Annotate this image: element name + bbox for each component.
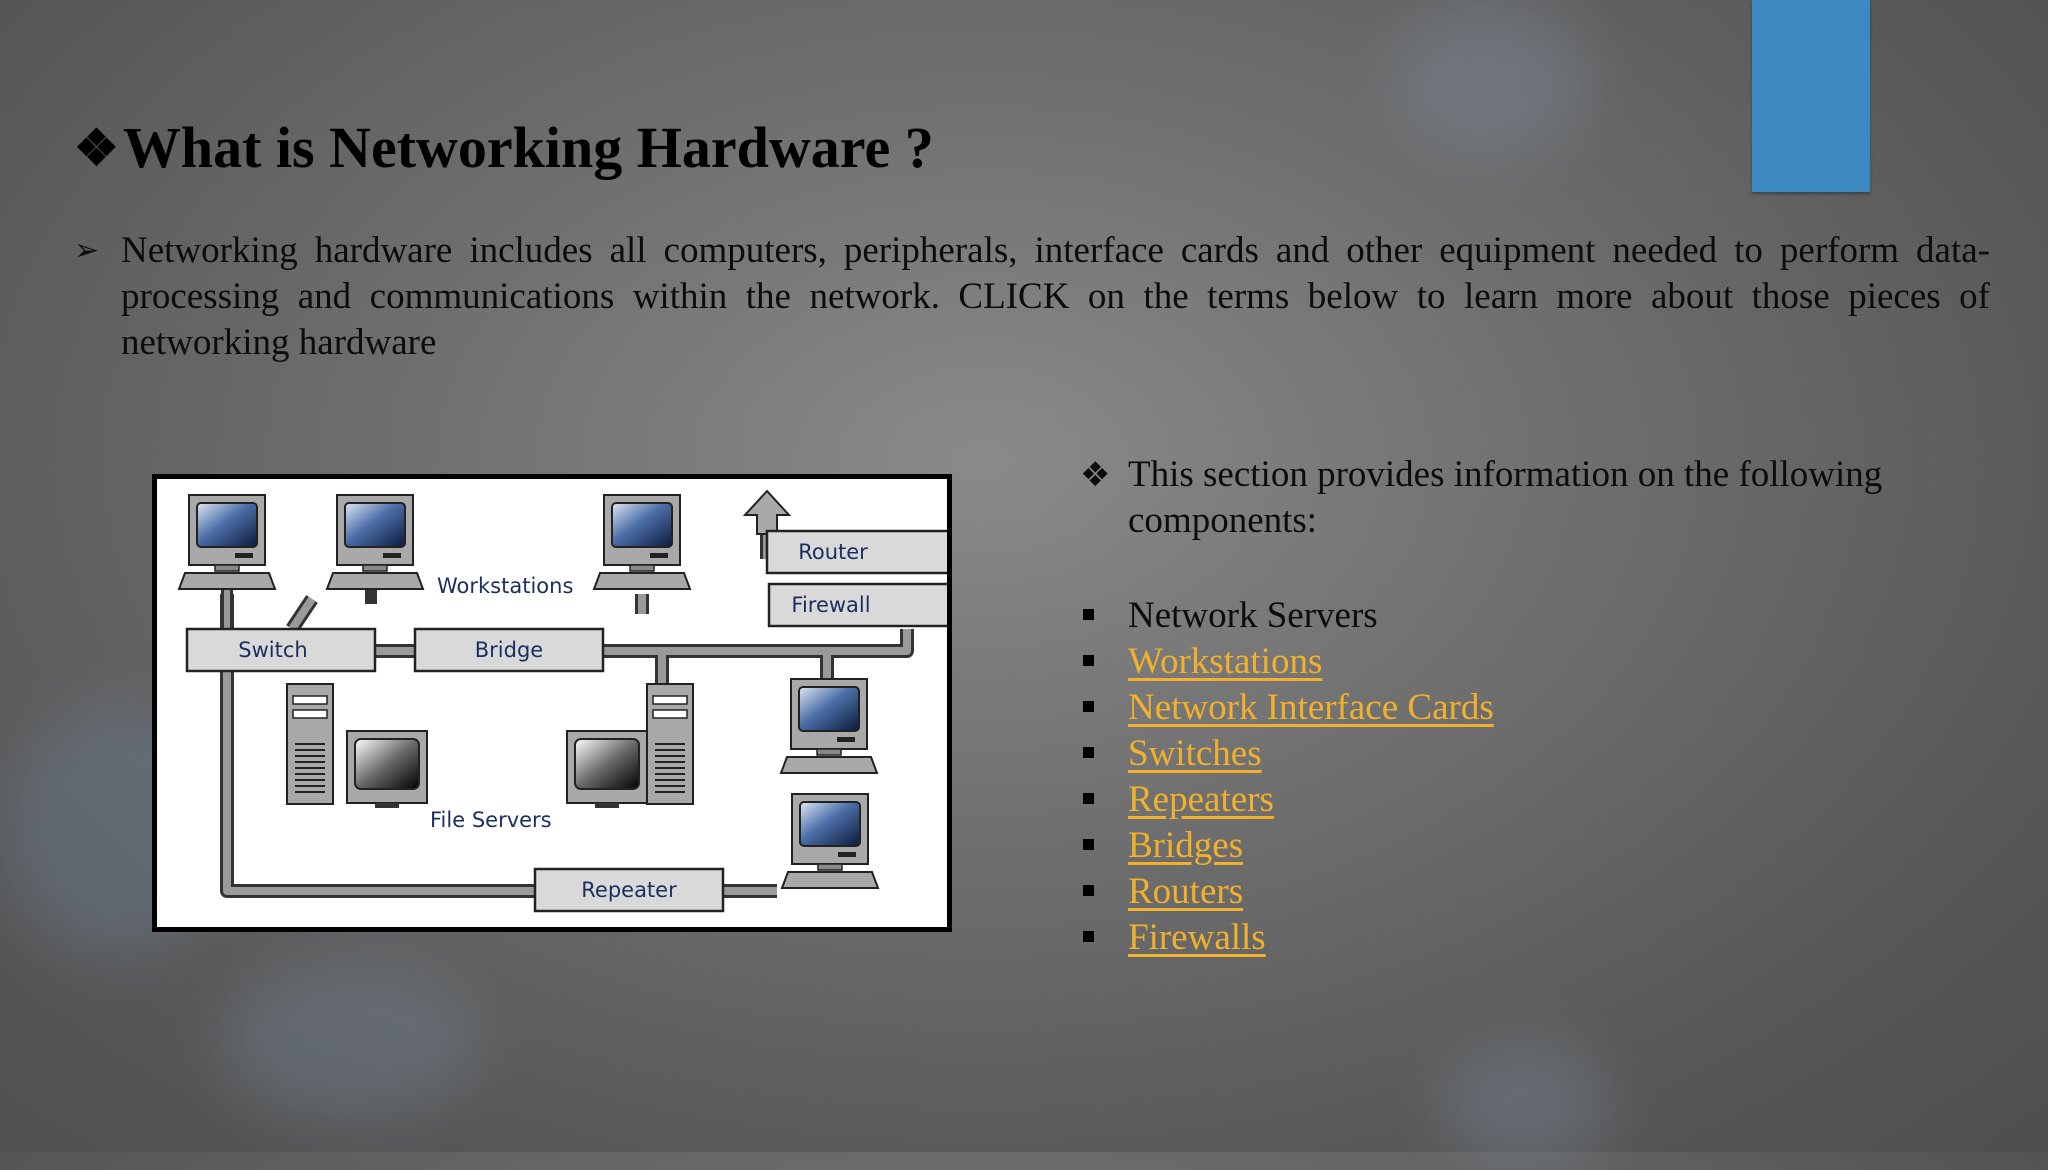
list-item: Network Servers [1080,593,1494,639]
intro-paragraph: ➢ Networking hardware includes all compu… [74,228,1990,366]
square-bullet-icon [1083,701,1094,712]
component-network-servers: Network Servers [1128,595,1378,636]
background-glow [1390,0,1590,160]
square-bullet-icon [1083,747,1094,758]
diagram-label-router: Router [798,540,868,564]
arrow-bullet-icon: ➢ [74,233,100,268]
background-glow [220,960,480,1120]
square-bullet-icon [1083,885,1094,896]
monitor-icon [566,730,648,809]
diagram-label-bridge: Bridge [475,638,543,662]
file-server-icon [646,683,694,805]
list-item: Firewalls [1080,915,1494,961]
square-bullet-icon [1083,839,1094,850]
link-bridges[interactable]: Bridges [1128,825,1244,866]
workstation-icon [781,793,879,889]
file-server-icon [286,683,334,805]
section-intro-text: This section provides information on the… [1128,454,1883,541]
diagram-label-switch: Switch [238,638,307,662]
slide-title: ❖ What is Networking Hardware ? [74,108,934,188]
square-bullet-icon [1083,793,1094,804]
diamond-bullet-icon: ❖ [74,120,119,176]
background-glow [1440,1040,1610,1170]
workstation-icon [178,494,276,590]
workstation-icon [593,494,691,590]
list-item: Workstations [1080,639,1494,685]
link-repeaters[interactable]: Repeaters [1128,779,1274,820]
intro-text: Networking hardware includes all compute… [121,230,1990,363]
diagram-label-file-servers: File Servers [430,808,552,832]
list-item: Routers [1080,869,1494,915]
square-bullet-icon [1083,931,1094,942]
list-item: Switches [1080,731,1494,777]
section-intro: ❖ This section provides information on t… [1080,452,1980,544]
network-diagram: Workstations Router Firewall Switch Brid… [152,474,952,932]
link-firewalls[interactable]: Firewalls [1128,917,1266,958]
link-workstations[interactable]: Workstations [1128,641,1323,682]
diagram-label-firewall: Firewall [791,593,870,617]
link-network-interface-cards[interactable]: Network Interface Cards [1128,687,1494,728]
components-list: Network Servers Workstations Network Int… [1080,593,1494,961]
accent-bar [1752,0,1870,192]
list-item: Network Interface Cards [1080,685,1494,731]
monitor-icon [346,730,428,809]
diamond-bullet-icon: ❖ [1080,455,1111,495]
router-uplink-arrow [742,489,792,535]
workstation-icon [780,678,878,774]
square-bullet-icon [1083,655,1094,666]
slide-title-text: What is Networking Hardware ? [122,115,934,180]
link-routers[interactable]: Routers [1128,871,1244,912]
list-item: Repeaters [1080,777,1494,823]
diagram-label-repeater: Repeater [581,878,677,902]
square-bullet-icon [1083,609,1094,620]
link-switches[interactable]: Switches [1128,733,1262,774]
workstation-icon [326,494,424,590]
list-item: Bridges [1080,823,1494,869]
diagram-label-workstations: Workstations [437,574,573,598]
